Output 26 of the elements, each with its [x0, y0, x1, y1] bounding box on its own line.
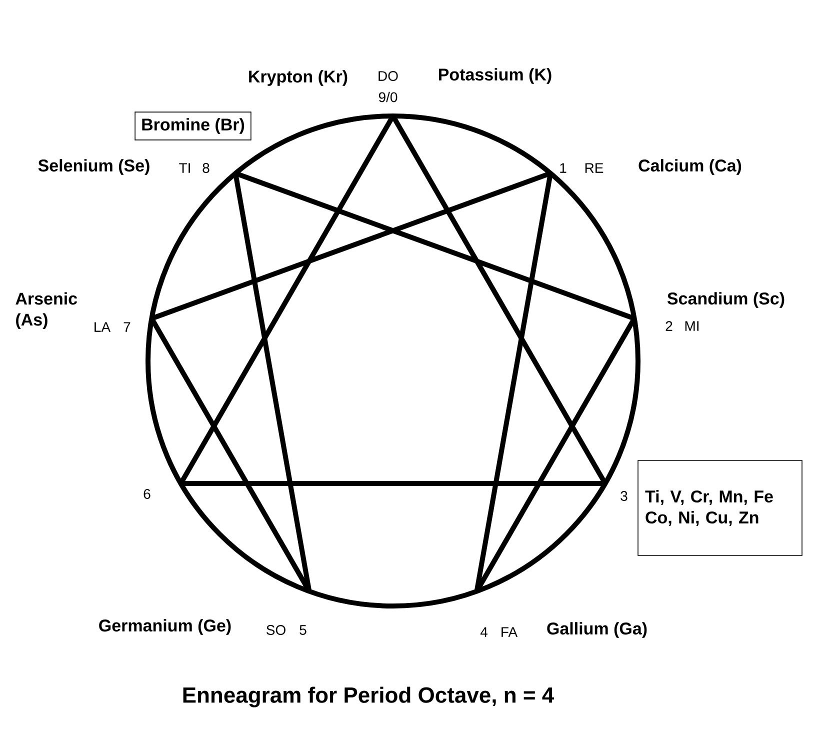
element-label: Scandium (Sc) [667, 292, 784, 308]
point-label: FA [502, 627, 518, 637]
point-label: LA [94, 322, 111, 332]
point-label: DO [378, 71, 398, 81]
element-label: Arsenic (As) [16, 292, 78, 330]
point-label: 9/0 [378, 92, 398, 102]
point-label: 1 [560, 163, 566, 173]
point-label: 8 [202, 163, 210, 173]
element-box: Bromine (Br) [134, 112, 252, 140]
point-label: 4 [480, 627, 488, 637]
element-label: Krypton (Kr) [249, 70, 348, 86]
element-label: Calcium (Ca) [638, 159, 742, 175]
element-label: Potassium (K) [439, 68, 552, 84]
element-label: Germanium (Ge) [99, 619, 231, 635]
point-label: 6 [144, 489, 150, 499]
point-label: 2 [666, 321, 672, 331]
point-label: MI [685, 321, 698, 331]
element-label: Gallium (Ga) [547, 622, 647, 638]
point-label: SO [266, 625, 286, 635]
point-label: 7 [124, 322, 130, 332]
caption: Enneagram for Period Octave, n = 4 [183, 686, 554, 708]
point-label: TI [179, 163, 190, 173]
point-label: RE [585, 163, 604, 173]
point-label: 5 [300, 625, 306, 635]
element-label: Selenium (Se) [38, 159, 150, 175]
element-box: Ti, V, Cr, Mn, Fe Co, Ni, Cu, Zn [638, 460, 802, 556]
